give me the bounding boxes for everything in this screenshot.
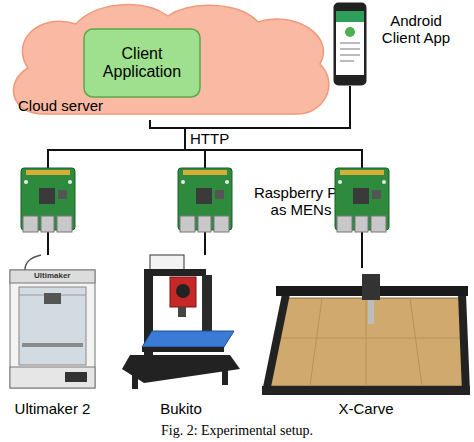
rect-part	[334, 3, 367, 86]
bukito-outline	[122, 255, 240, 395]
rect-part	[170, 277, 196, 307]
circle-part	[181, 180, 185, 184]
rect-part	[150, 255, 184, 271]
network-wire	[48, 120, 185, 255]
circle-part	[24, 180, 28, 184]
node-label: Bukito	[160, 400, 202, 417]
node-label: Client Application	[83, 28, 201, 98]
rect-part	[65, 372, 87, 382]
rect-part	[19, 287, 86, 365]
rect-part	[215, 190, 224, 199]
rect-part	[23, 216, 38, 232]
rect-part	[340, 60, 354, 62]
circle-part	[68, 180, 72, 184]
rect-part	[353, 188, 369, 204]
figure-caption: Fig. 2: Experimental setup.	[0, 423, 474, 439]
cloud-server: Cloud serverClient Application	[2, 0, 337, 120]
rect-part	[340, 54, 360, 56]
circle-part	[338, 180, 342, 184]
rect-part	[26, 170, 70, 175]
rect-part	[39, 188, 55, 204]
phone-outline	[333, 2, 367, 86]
polygon-part	[142, 347, 224, 352]
rect-part	[214, 216, 229, 232]
rect-part	[337, 216, 352, 232]
rect-part	[10, 367, 95, 388]
rect-part	[132, 369, 138, 389]
polygon-part	[262, 386, 470, 395]
raspberry-pi-board	[21, 168, 75, 232]
rect-part	[178, 307, 186, 317]
rect-part	[340, 170, 384, 175]
rect-part	[371, 216, 386, 232]
node-label: Ultimaker 2	[15, 400, 91, 417]
rect-part	[58, 190, 67, 199]
rect-part	[336, 11, 364, 22]
rect-part	[198, 216, 211, 232]
circle-part	[382, 180, 386, 184]
rect-part	[372, 190, 381, 199]
polygon-part	[458, 294, 470, 392]
rect-part	[222, 365, 228, 385]
raspberry-pi-board	[178, 168, 232, 232]
application-box: Client Application	[83, 28, 201, 98]
rect-part	[368, 300, 374, 324]
brand-mark: Ultimaker	[34, 271, 70, 280]
rect-part	[21, 168, 75, 230]
rect-part	[340, 42, 360, 44]
rect-part	[44, 293, 61, 304]
line-part	[410, 298, 422, 386]
cnc-device: X-Carve	[262, 268, 470, 395]
rect-part	[196, 188, 212, 204]
rect-part	[10, 270, 95, 283]
line-part	[366, 298, 367, 386]
rect-part	[180, 216, 195, 232]
line-part	[310, 298, 322, 386]
rect-part	[178, 168, 232, 230]
rect-part	[340, 48, 360, 50]
node-label: Cloud server	[18, 97, 103, 114]
node-label: X-Carve	[338, 400, 393, 417]
network-wire	[150, 120, 362, 268]
rect-part	[355, 216, 368, 232]
polygon-part	[266, 298, 468, 386]
rect-part	[41, 216, 54, 232]
circle-part	[345, 27, 355, 37]
circle-part	[176, 284, 190, 298]
rect-part	[22, 343, 83, 347]
phone-device: Android Client App	[333, 2, 367, 86]
xcarve-outline	[262, 268, 470, 395]
rect-part	[362, 274, 380, 300]
printer-device: Bukito	[122, 255, 240, 395]
part-label: Raspberry Pis as MENs	[252, 184, 350, 219]
rect-part	[336, 11, 364, 75]
circle-part	[225, 180, 229, 184]
node-label: Android Client App	[373, 12, 459, 47]
rect-part	[84, 29, 200, 97]
line-part	[280, 338, 464, 339]
protocol-label: HTTP	[190, 130, 229, 147]
path-part	[25, 255, 41, 270]
rect-part	[202, 275, 212, 335]
rect-part	[144, 269, 206, 276]
rect-part	[10, 270, 95, 388]
rect-part	[183, 170, 227, 175]
polygon-part	[262, 294, 290, 392]
path-part	[13, 5, 328, 114]
polygon-part	[142, 331, 234, 347]
rect-part	[57, 216, 72, 232]
